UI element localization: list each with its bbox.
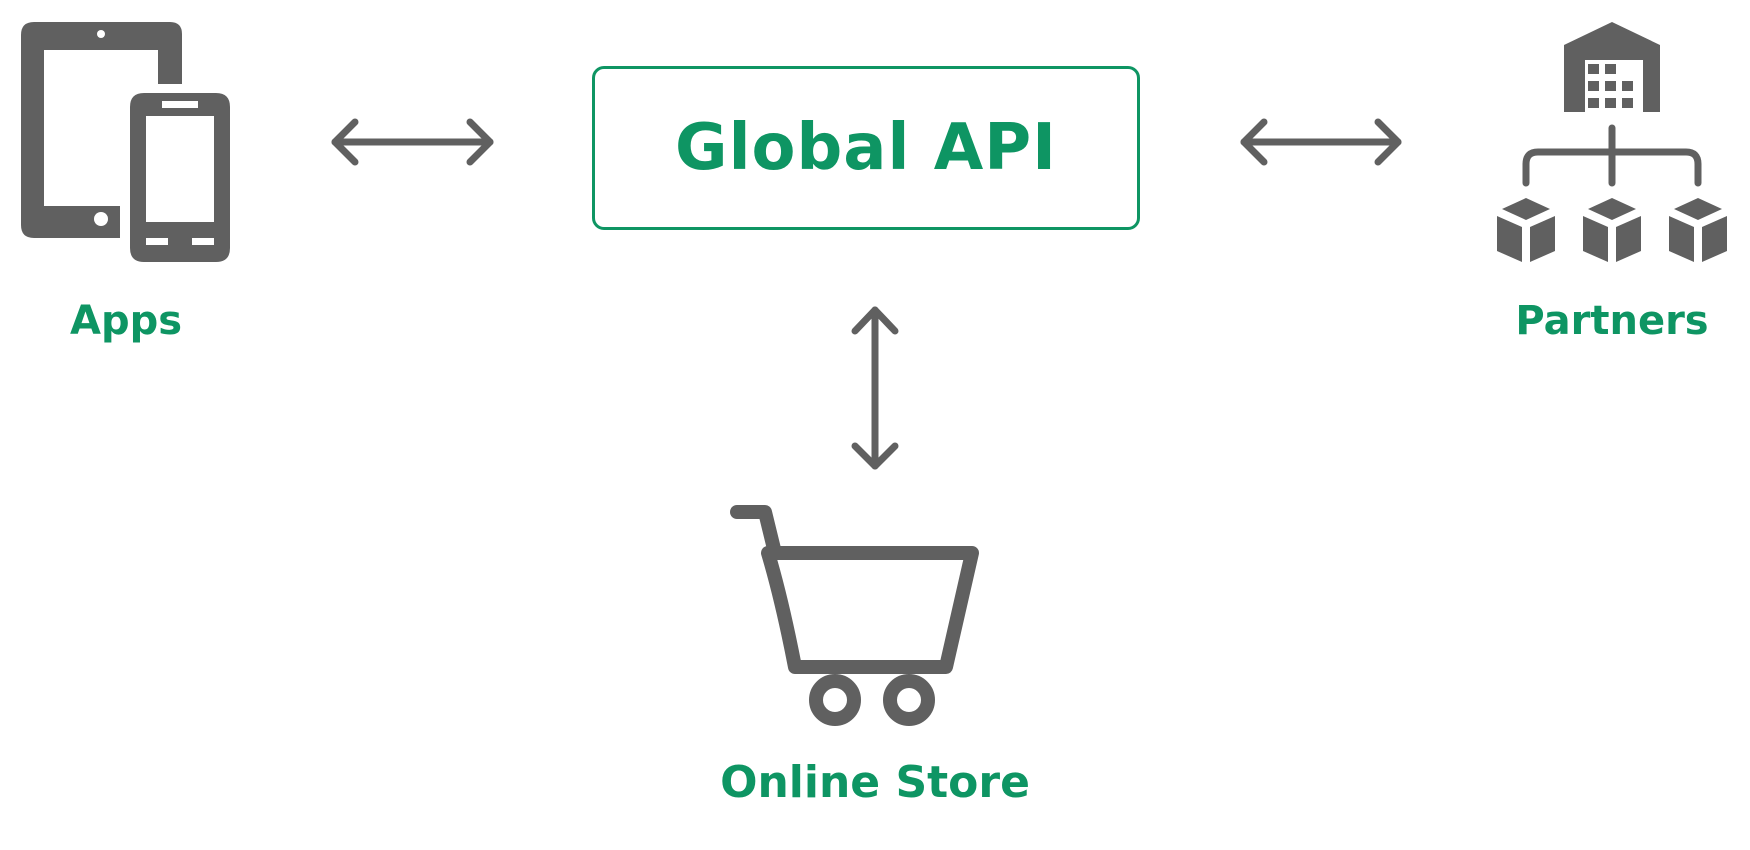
arrow-api-partners	[1240, 118, 1402, 166]
arrow-apps-api	[331, 118, 494, 166]
phone-button-left	[146, 238, 168, 245]
shopping-cart-icon	[730, 505, 979, 726]
phone-speaker	[162, 101, 198, 108]
devices-icon	[21, 22, 230, 262]
global-api-box: Global API	[592, 66, 1140, 230]
cart-wheel-left	[809, 674, 861, 726]
online-store-label: Online Store	[720, 757, 1030, 808]
warehouse-network-icon	[1497, 22, 1727, 262]
network-lines	[1522, 124, 1702, 187]
apps-label: Apps	[69, 298, 183, 344]
box-icon-left	[1497, 198, 1555, 262]
cart-basket	[730, 505, 979, 674]
cart-wheel-right	[883, 674, 935, 726]
tablet-home-button	[94, 212, 108, 226]
phone-button-right	[192, 238, 214, 245]
tablet-icon	[21, 22, 182, 238]
box-icons	[1497, 198, 1727, 262]
partners-label: Partners	[1515, 298, 1709, 344]
phone-icon	[130, 93, 230, 262]
box-icon-center	[1583, 198, 1641, 262]
box-icon-right	[1669, 198, 1727, 262]
warehouse-crates	[1588, 64, 1633, 108]
arrow-api-store	[851, 306, 899, 470]
tablet-camera	[97, 30, 105, 38]
global-api-title: Global API	[675, 111, 1057, 185]
